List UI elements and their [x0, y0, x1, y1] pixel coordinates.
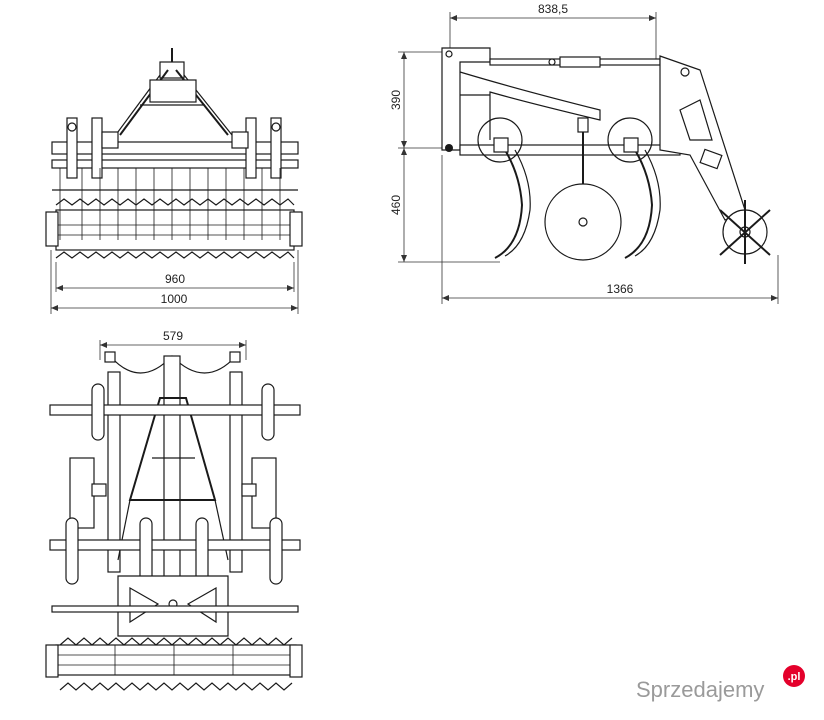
- dim-390-label: 390: [389, 90, 403, 110]
- side-view: 838,5 390 460: [389, 2, 779, 304]
- watermark-brand: Sprzedajemy: [636, 677, 764, 702]
- dim-960-label: 960: [165, 272, 185, 286]
- dim-579-label: 579: [163, 329, 183, 343]
- watermark-badge: [783, 665, 805, 687]
- dim-460-label: 460: [389, 195, 403, 215]
- front-view: 960 1000: [45, 48, 303, 314]
- plan-view: 579: [45, 329, 303, 691]
- dim-838-label: 838,5: [538, 2, 568, 16]
- watermark-tld: .pl: [788, 671, 801, 683]
- dim-1000-label: 1000: [161, 292, 188, 306]
- dim-1366-label: 1366: [607, 282, 634, 296]
- watermark: Sprzedajemy .pl: [636, 665, 805, 702]
